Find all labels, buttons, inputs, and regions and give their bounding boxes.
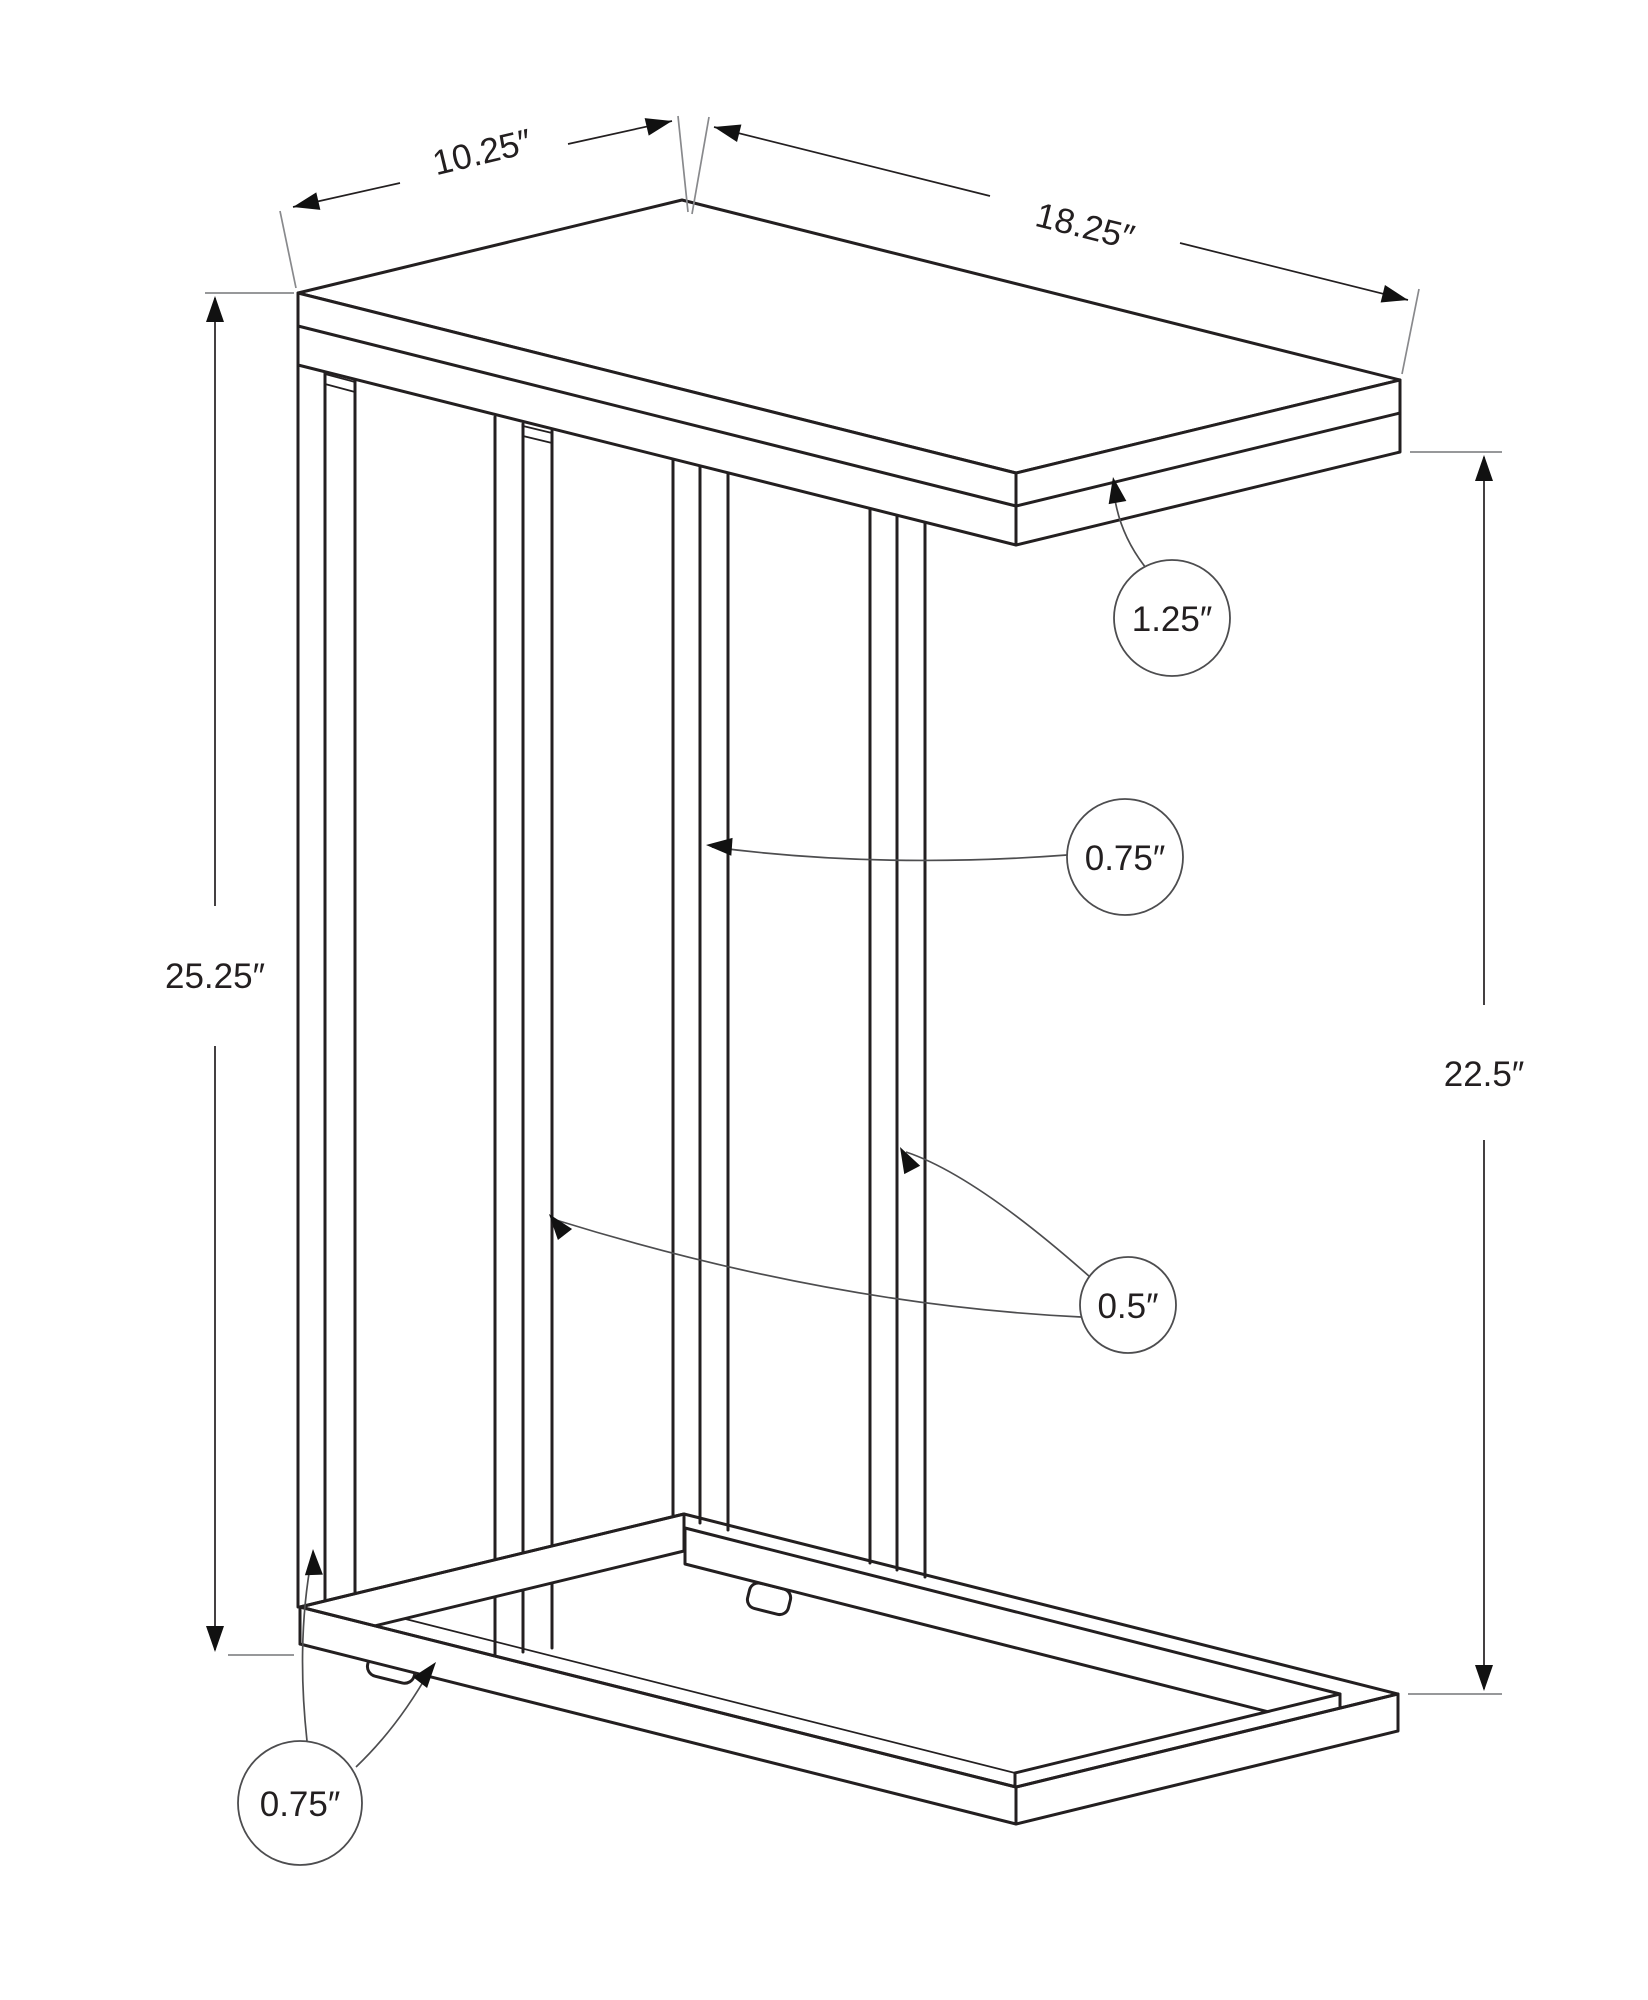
arrowhead	[549, 1214, 573, 1241]
callout-circle-base-rail	[237, 1740, 363, 1866]
dim-top-width: 10.25″	[292, 118, 673, 210]
arrowhead	[1380, 284, 1408, 303]
arrowhead	[206, 1626, 224, 1652]
support-posts	[296, 363, 927, 1658]
callout-circle-post-face	[1066, 798, 1184, 916]
callout-top-thickness: 1.25″	[1108, 477, 1231, 677]
dimension-label-clearance-height: 22.5″	[1444, 1055, 1525, 1094]
base-outer-ring	[298, 1512, 1400, 1789]
dimension-label-top-length: 18.25″	[1032, 195, 1138, 257]
callout-post-face: 0.75″	[706, 798, 1184, 916]
arrowhead	[206, 296, 224, 322]
dimension-label-total-height: 25.25″	[165, 957, 265, 996]
arrowhead	[1475, 455, 1493, 481]
post-front-left	[296, 363, 357, 1609]
arrowhead	[714, 124, 742, 143]
extension-lines	[205, 115, 1502, 1695]
dimension-label-base-rail: 0.75″	[260, 1785, 341, 1824]
tabletop-seam-left	[296, 324, 1018, 508]
base-outer	[298, 1512, 1400, 1826]
tabletop	[296, 198, 1402, 547]
callout-circle-post-side	[1079, 1256, 1177, 1354]
arrowhead	[900, 1147, 921, 1175]
arrowhead	[412, 1662, 436, 1689]
tabletop-front-right-face	[1014, 378, 1402, 547]
post-back-middle	[868, 507, 927, 1579]
arrowhead	[304, 1549, 323, 1576]
post-front-middle	[493, 415, 554, 1658]
post-back-left	[671, 458, 730, 1532]
dim-clearance-height: 22.5″	[1444, 455, 1525, 1691]
base-inner-wall-back	[683, 1526, 1342, 1732]
dimension-label-top-thickness: 1.25″	[1132, 600, 1213, 639]
dimension-label-post-face: 0.75″	[1085, 839, 1166, 878]
callout-post-side: 0.5″	[549, 1147, 1177, 1354]
arrowhead	[644, 118, 672, 136]
tabletop-seam-right	[1014, 411, 1402, 508]
callout-circle-top-thickness	[1113, 559, 1231, 677]
dimension-label-top-width: 10.25″	[429, 122, 535, 183]
arrowhead	[706, 837, 733, 856]
arrowhead	[1108, 477, 1127, 505]
arrowhead	[293, 192, 321, 210]
arrowhead	[1475, 1665, 1493, 1691]
dim-total-height: 25.25″	[165, 296, 265, 1652]
dimension-label-post-side: 0.5″	[1097, 1287, 1158, 1326]
callout-base-rail: 0.75″	[237, 1549, 436, 1866]
base-front-face	[298, 1605, 1018, 1826]
